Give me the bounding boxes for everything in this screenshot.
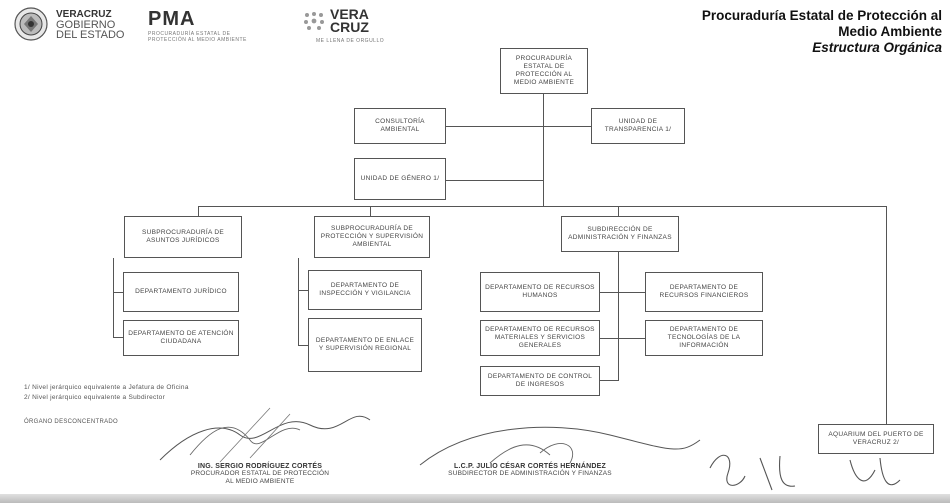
connector-line — [198, 206, 199, 216]
footnote-2: 2/ Nivel jerárquico equivalente a Subdir… — [24, 394, 166, 401]
connector-line — [618, 206, 619, 216]
org-box-dep-financieros: Departamento de Recursos Financieros — [645, 272, 763, 312]
page-title: Procuraduría Estatal de Protección al Me… — [701, 8, 942, 55]
signatory-role: SUBDIRECTOR DE ADMINISTRACIÓN Y FINANZAS — [448, 470, 612, 477]
connector-line — [298, 290, 308, 291]
signature-block-procurador: ING. SERGIO RODRÍGUEZ CORTÉS PROCURADOR … — [170, 463, 350, 486]
veracruz-logo-text: VERACRUZ GOBIERNO DEL ESTADO — [56, 9, 125, 41]
signatory-name: ING. SERGIO RODRÍGUEZ CORTÉS — [197, 463, 323, 470]
org-box-transparencia: Unidad de Transparencia 1/ — [591, 108, 685, 144]
connector-line — [113, 337, 123, 338]
connector-line — [600, 380, 619, 381]
connector-line — [298, 258, 299, 346]
signatory-name: L.C.P. JULIO CÉSAR CORTÉS HERNÁNDEZ — [454, 463, 606, 470]
org-box-dep-rh: Departamento de Recursos Humanos — [480, 272, 600, 312]
organo-desconcentrado-label: ÓRGANO DESCONCENTRADO — [24, 419, 118, 425]
connector-line — [446, 126, 591, 127]
connector-line — [446, 180, 543, 181]
vera-cruz-mark-icon — [304, 12, 324, 30]
signatory-role: PROCURADOR ESTATAL DE PROTECCIÓN — [190, 470, 330, 477]
connector-line — [298, 345, 308, 346]
org-box-consultoria: Consultoría Ambiental — [354, 108, 446, 144]
signature-block-subdirector: L.C.P. JULIO CÉSAR CORTÉS HERNÁNDEZ SUBD… — [410, 463, 650, 478]
connector-line — [113, 292, 123, 293]
handwritten-initials-right — [849, 457, 901, 486]
org-box-dep-atencion: Departamento de Atención Ciudadana — [123, 320, 239, 356]
org-box-dep-control: Departamento de Control de Ingresos — [480, 366, 600, 396]
connector-line — [618, 252, 619, 380]
connector-line — [600, 338, 645, 339]
org-box-dep-enlace: Departamento de Enlace y Supervisión Reg… — [308, 318, 422, 372]
connector-line — [198, 206, 886, 207]
connector-line — [600, 292, 645, 293]
connector-line — [886, 206, 887, 424]
org-box-sub-proteccion: Subprocuraduría de Protección y Supervis… — [314, 216, 430, 258]
footnote-1: 1/ Nivel jerárquico equivalente a Jefatu… — [24, 384, 189, 391]
org-box-sub-juridicos: Subprocuraduría de Asuntos Jurídicos — [124, 216, 242, 258]
org-box-dep-inspeccion: Departamento de Inspección y Vigilancia — [308, 270, 422, 310]
connector-line — [113, 258, 114, 338]
org-box-dep-juridico: Departamento Jurídico — [123, 272, 239, 312]
veracruz-seal-icon — [14, 6, 48, 42]
org-box-genero: Unidad de Género 1/ — [354, 158, 446, 200]
connector-line — [543, 94, 544, 206]
handwritten-signature-1 — [159, 407, 371, 463]
handwritten-initials — [709, 454, 796, 491]
connector-line — [370, 206, 371, 216]
org-box-aquarium: Aquarium del Puerto de Veracruz 2/ — [818, 424, 934, 454]
org-box-dep-tecnologias: Departamento de Tecnologías de la Inform… — [645, 320, 763, 356]
handwritten-signature-2 — [419, 426, 701, 466]
org-box-dep-rm: Departamento de Recursos Materiales y Se… — [480, 320, 600, 356]
pma-logo: PMA PROCURADURÍA ESTATAL DE PROTECCIÓN A… — [148, 8, 247, 43]
signatory-role: AL MEDIO AMBIENTE — [225, 478, 295, 485]
org-box-root: Procuraduría Estatal de Protección al Me… — [500, 48, 588, 94]
scan-bottom-edge — [0, 494, 950, 503]
org-box-sub-admin: Subdirección de Administración y Finanza… — [561, 216, 679, 252]
